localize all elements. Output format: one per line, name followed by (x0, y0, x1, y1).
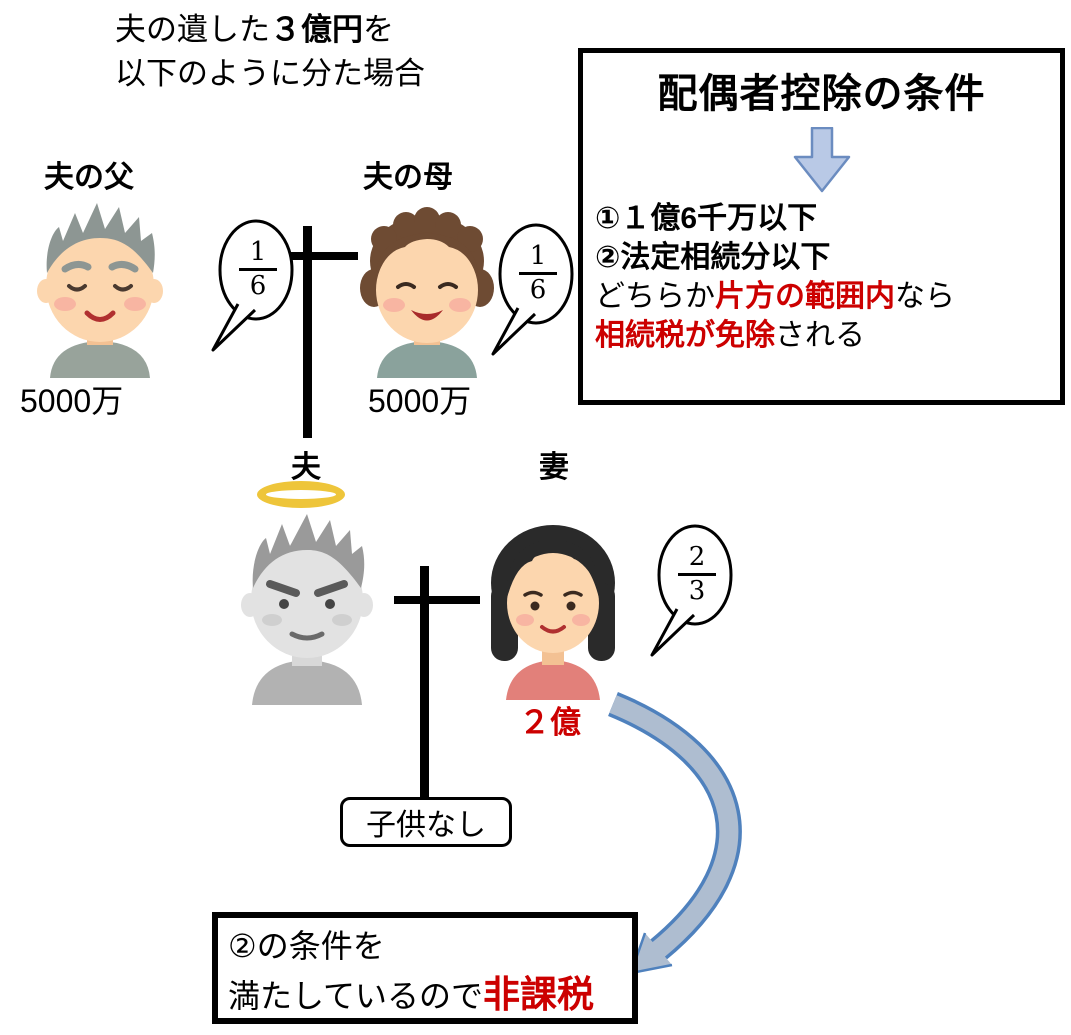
arrow-down-icon (793, 127, 850, 193)
halo-icon (257, 481, 345, 508)
title-line-1: 夫の遺した３億円を (115, 8, 425, 52)
mother-illustration (360, 207, 494, 378)
condition-item-2: ②法定相続分以下 (595, 241, 831, 274)
title-line-1-post: を (363, 12, 394, 47)
children-note-box: 子供なし (340, 797, 512, 847)
father-share-bubble: 1 6 (206, 218, 301, 358)
condition-item-1: ①１億6千万以下 (595, 202, 818, 235)
fraction-numerator: 1 (249, 237, 267, 267)
title-line-1-pre: 夫の遺した (115, 12, 270, 47)
parents-to-husband-line (303, 226, 312, 438)
result-line-2-pre: 満たしているので (228, 978, 484, 1015)
result-box: ②の条件を 満たしているので非課税 (212, 912, 638, 1024)
mother-label: 夫の母 (363, 161, 453, 194)
father-share-fraction: 1 6 (239, 237, 277, 301)
condition-line-3-highlight: 片方の範囲内 (715, 280, 895, 313)
conditions-title: 配偶者控除の条件 (657, 72, 986, 116)
condition-line-3: どちらか片方の範囲内なら (595, 277, 1048, 316)
title-line-2: 以下のように分た場合 (115, 56, 425, 92)
children-note-label: 子供なし (366, 809, 486, 842)
father-label: 夫の父 (44, 161, 134, 194)
fraction-numerator: 2 (688, 542, 706, 572)
couple-connector-line (394, 596, 480, 604)
title-line-1-amount: ３億円 (270, 12, 363, 47)
fraction-denominator: 6 (519, 271, 557, 306)
diagram-title: 夫の遺した３億円を 以下のように分た場合 (115, 8, 425, 96)
mother-amount: 5000万 (368, 383, 472, 419)
condition-line-3-post: なら (895, 280, 955, 313)
mother-share-bubble: 1 6 (486, 222, 581, 362)
fraction-denominator: 3 (678, 572, 716, 607)
father-amount: 5000万 (20, 383, 124, 419)
result-line-2-highlight: 非課税 (483, 974, 595, 1016)
mother-share-fraction: 1 6 (519, 241, 557, 305)
fraction-denominator: 6 (239, 267, 277, 302)
conditions-list: ①１億6千万以下 ②法定相続分以下 どちらか片方の範囲内なら 相続税が免除される (583, 199, 1060, 355)
wife-share-bubble: 2 3 (645, 523, 740, 663)
wife-label: 妻 (539, 451, 569, 484)
condition-line-4: 相続税が免除される (595, 316, 1048, 355)
fraction-numerator: 1 (529, 241, 547, 271)
husband-label: 夫 (291, 451, 321, 484)
curved-arrow-icon (608, 691, 742, 975)
condition-line-4-highlight: 相続税が免除 (595, 319, 775, 352)
wife-share-fraction: 2 3 (678, 542, 716, 606)
husband-illustration (241, 514, 373, 705)
couple-to-children-line (420, 566, 429, 797)
parents-connector-line (270, 252, 358, 260)
condition-line-4-post: される (775, 319, 865, 352)
spousal-deduction-conditions-box: 配偶者控除の条件 ①１億6千万以下 ②法定相続分以下 どちらか片方の範囲内なら … (578, 48, 1065, 405)
wife-amount: ２億 (519, 705, 581, 740)
result-line-2: 満たしているので非課税 (228, 969, 622, 1022)
wife-illustration (491, 525, 615, 700)
father-illustration (37, 203, 163, 378)
condition-line-3-pre: どちらか (595, 280, 715, 313)
result-line-1: ②の条件を (228, 928, 385, 964)
